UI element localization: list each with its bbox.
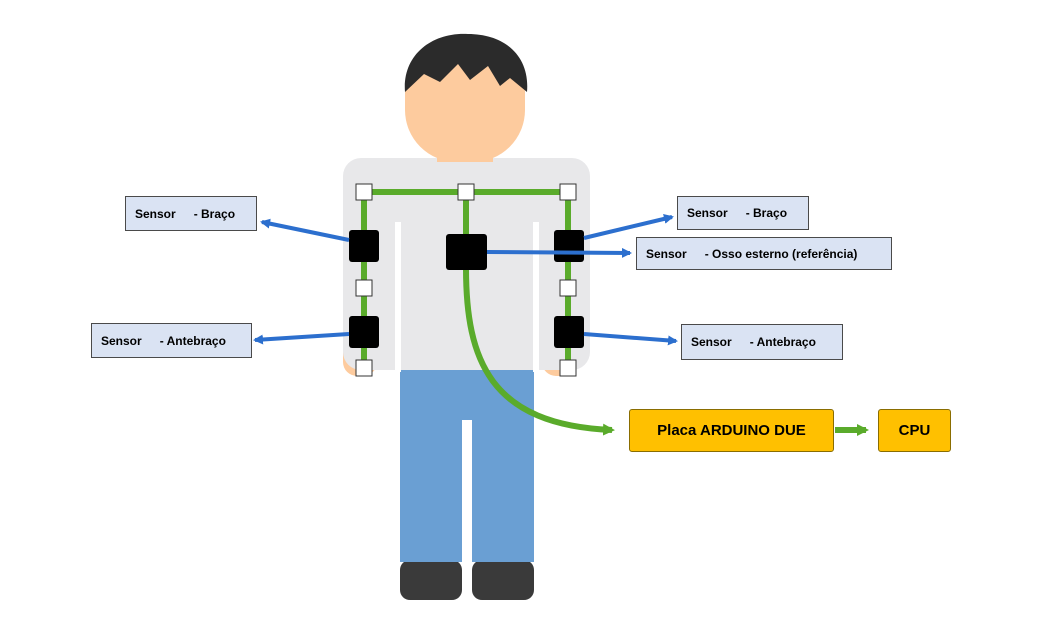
arrow-right-forearm xyxy=(583,332,678,346)
sensor-left-forearm xyxy=(349,316,379,348)
arrow-right-arm xyxy=(583,213,674,240)
label-sensor-word: Sensor xyxy=(646,246,687,261)
joint-marker xyxy=(559,183,577,201)
label-sensor-word: Sensor xyxy=(687,206,728,220)
label-body-part: - Braço xyxy=(193,206,236,221)
label-right-arm: Sensor - Braço xyxy=(677,196,809,230)
label-sensor-word: Sensor xyxy=(691,335,732,349)
label-body-part: - Antebraço xyxy=(159,333,226,348)
left-arm-gap xyxy=(395,222,401,372)
label-sensor-word: Sensor xyxy=(135,206,176,221)
label-sensor-word: Sensor xyxy=(101,333,142,348)
right-arm-gap xyxy=(533,222,539,372)
cpu-box: CPU xyxy=(878,409,951,452)
label-left-forearm: Sensor - Antebraço xyxy=(91,323,252,358)
joint-marker xyxy=(355,279,373,297)
joint-marker xyxy=(559,359,577,377)
label-body-part: - Braço xyxy=(745,206,788,220)
arrow-left-arm xyxy=(260,218,350,242)
sensor-right-arm xyxy=(554,230,584,262)
cable-to-board xyxy=(463,267,615,436)
left-shoe xyxy=(400,560,462,600)
label-body-part: - Osso esterno (referência) xyxy=(704,246,858,261)
sensor-sternum xyxy=(446,234,487,270)
label-right-forearm: Sensor - Antebraço xyxy=(681,324,843,360)
sensor-left-arm xyxy=(349,230,379,262)
joint-markers xyxy=(355,183,577,377)
joint-marker xyxy=(355,359,373,377)
label-left-arm: Sensor - Braço xyxy=(125,196,257,231)
label-body-part: - Antebraço xyxy=(749,335,816,349)
joint-marker xyxy=(457,183,475,201)
label-sternum: Sensor - Osso esterno (referência) xyxy=(636,237,892,270)
sensor-arrows xyxy=(253,213,678,346)
arrow-left-forearm xyxy=(253,332,350,345)
arduino-board-box: Placa ARDUINO DUE xyxy=(629,409,834,452)
right-shoe xyxy=(472,560,534,600)
joint-marker xyxy=(559,279,577,297)
pants-gap xyxy=(462,420,472,562)
sensor-right-forearm xyxy=(554,316,584,348)
joint-marker xyxy=(355,183,373,201)
arrow-sternum xyxy=(486,247,632,258)
hair xyxy=(404,33,528,92)
